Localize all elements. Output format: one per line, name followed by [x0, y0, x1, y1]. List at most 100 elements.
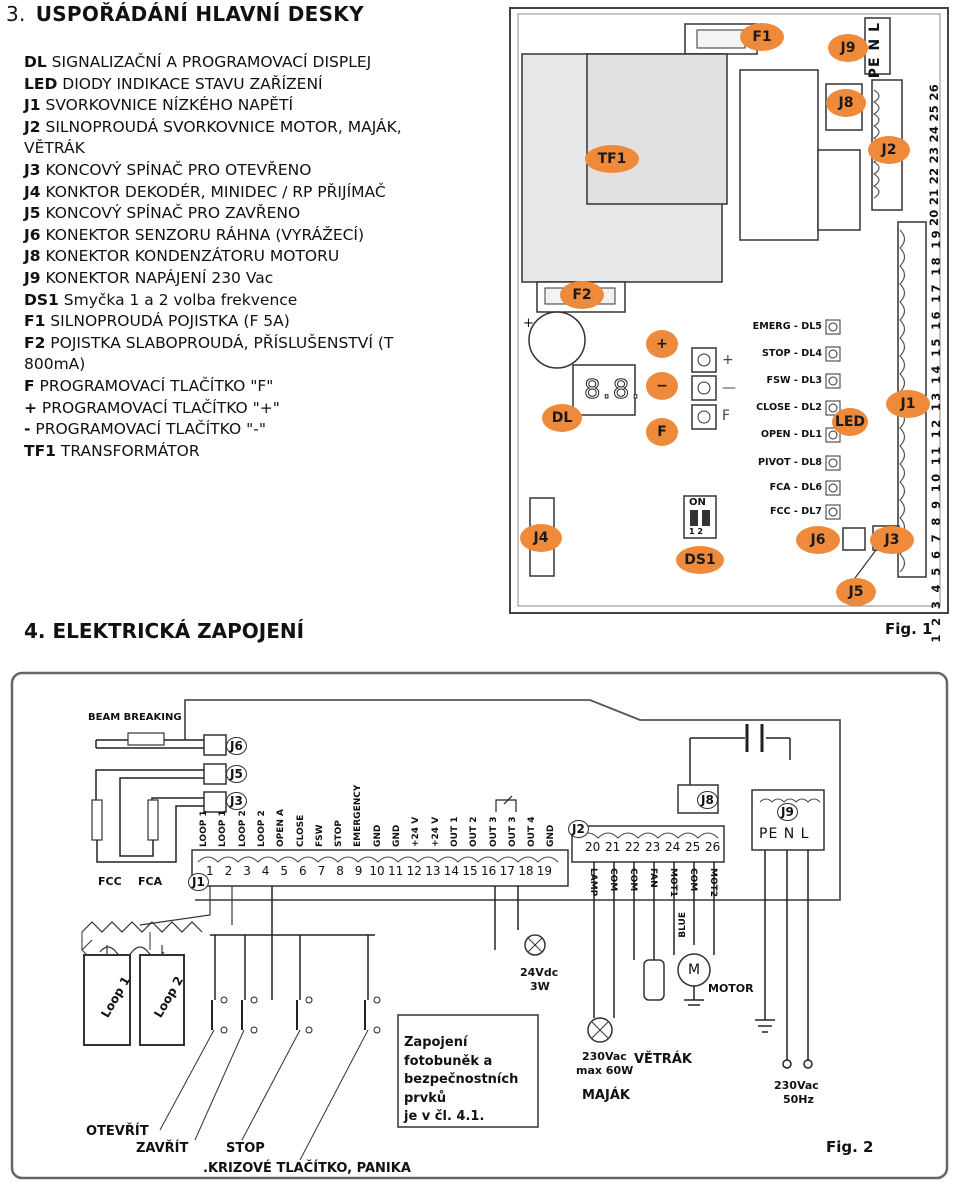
board-inner-outline	[517, 13, 941, 607]
fig2-caption: Fig. 2	[826, 1138, 874, 1156]
button-minus	[691, 375, 717, 401]
lamp24-voltage: 24Vdc	[520, 966, 559, 979]
legend-code: F1	[24, 312, 46, 331]
j1-pin-number: 13	[425, 864, 441, 878]
legend-row: J6 KONEKTOR SENZORU RÁHNA (VYRÁŽECÍ)	[24, 225, 474, 247]
j1-pin-label: LOOP 2	[256, 810, 267, 847]
legend-code: J5	[24, 204, 41, 223]
legend-description: KONCOVÝ SPÍNAČ PRO ZAVŘENO	[40, 204, 301, 223]
fan-symbol	[643, 959, 665, 1001]
ds1-on-label: ON	[689, 497, 706, 508]
loop2-box	[139, 954, 185, 1046]
legend-code: J4	[24, 182, 41, 201]
legend-description: DIODY INDIKACE STAVU ZAŘÍZENÍ	[57, 74, 323, 93]
j1-pin-number: 14	[443, 864, 460, 878]
badge-j4: J4	[520, 524, 562, 552]
legend-row: J5 KONCOVÝ SPÍNAČ PRO ZAVŘENO	[24, 203, 474, 225]
legend-row: - PROGRAMOVACÍ TLAČÍTKO "-"	[24, 419, 474, 441]
badge-j6: J6	[796, 526, 840, 554]
status-led-column	[825, 319, 841, 520]
j2-pin-number: 26	[705, 840, 721, 854]
j1-pin-number: 11	[388, 864, 404, 878]
motor-symbol-label: M	[688, 962, 701, 978]
motor-label: MOTOR	[708, 982, 754, 995]
legend-description: 800mA)	[24, 355, 86, 374]
badge-tf1: TF1	[585, 145, 639, 173]
legend-description: KONEKTOR NAPÁJENÍ 230 Vac	[40, 268, 274, 287]
j2-output-label: COM	[608, 868, 618, 892]
badge-f: F	[646, 418, 678, 446]
note-line: prvků	[404, 1090, 447, 1106]
badge-j5: J5	[836, 578, 876, 606]
pushbuttons	[211, 935, 381, 1034]
blue-wire-label: BLUE	[678, 912, 688, 938]
j2-output-label: COM	[688, 868, 698, 892]
fcc-label: FCC	[98, 875, 122, 888]
badge-minus: −	[646, 372, 678, 400]
j1-wiring-block	[191, 849, 569, 887]
display-dl	[572, 364, 636, 416]
led-label: CLOSE - DL2	[756, 402, 822, 413]
note-line: je v čl. 4.1.	[404, 1109, 485, 1124]
supply-frequency: 50Hz	[783, 1093, 814, 1106]
j1-pin-label: +24 V	[411, 816, 422, 847]
fuse-f1	[696, 29, 746, 49]
legend-code: -	[24, 420, 31, 439]
j1-pin-label: FSW	[314, 824, 325, 847]
lamp230-voltage: 230Vac	[582, 1050, 627, 1063]
capacitor-polarity: +	[523, 316, 534, 331]
j1-pin-number: 2	[224, 864, 233, 878]
otevrit-label: OTEVŘÍT	[86, 1124, 149, 1139]
j1-pin-label: EMERGENCY	[353, 784, 364, 847]
legend-row: J1 SVORKOVNICE NÍZKÉHO NAPĚTÍ	[24, 95, 474, 117]
j2-pin-numbers: 20 21 22 23 24 25 26	[927, 84, 941, 227]
j1-pin-number: 3	[243, 864, 251, 878]
legend-code: DS1	[24, 290, 59, 309]
j2-output-label: MOT2	[708, 868, 718, 898]
legend-code: +	[24, 398, 37, 417]
ds1-pin-labels: 1 2	[689, 527, 703, 536]
j1-pin-label: +24 V	[430, 816, 441, 847]
j1-label: J1	[188, 873, 209, 891]
j1-pin-label: GND	[392, 824, 402, 847]
j1-pin-label: CLOSE	[295, 814, 306, 847]
led-label: FCA - DL6	[769, 482, 822, 493]
relay-small	[817, 149, 861, 231]
legend-description: VĚTRÁK	[24, 139, 85, 158]
button-f	[691, 404, 717, 430]
j9-terminals: PE N L	[759, 826, 810, 842]
led-label: PIVOT - DL8	[758, 457, 822, 468]
led-label: EMERG - DL5	[752, 321, 822, 332]
j1-pin-number: 5	[280, 864, 289, 878]
j2-output-label: LAMP	[588, 868, 598, 897]
legend-code: J9	[24, 268, 41, 287]
j1-pin-number: 17	[499, 864, 515, 878]
legend-row: LED DIODY INDIKACE STAVU ZAŘÍZENÍ	[24, 74, 474, 96]
badge-f1: F1	[740, 23, 784, 51]
badge-dl: DL	[542, 404, 582, 432]
majak-label: MAJÁK	[582, 1088, 630, 1103]
j1-pin-label: OUT 1	[449, 816, 460, 848]
j5-wiring-connector	[203, 763, 227, 785]
fca-switch	[147, 799, 159, 841]
legend-description: PROGRAMOVACÍ TLAČÍTKO "-"	[30, 420, 266, 439]
legend-row: 800mA)	[24, 354, 474, 376]
legend-description: Smyčka 1 a 2 volba frekvence	[58, 290, 298, 309]
j1-pin-number: 4	[261, 864, 270, 878]
j2-wiring-block	[571, 825, 725, 863]
badge-j2: J2	[868, 136, 910, 164]
j1-pin-number: 1	[206, 864, 214, 878]
j1-pin-label: LOOP 1	[218, 810, 229, 847]
j1-pin-number: 10	[369, 864, 385, 878]
j2-pin-number: 21	[605, 840, 621, 854]
j1-pin-number: 16	[481, 864, 497, 878]
led-label: STOP - DL4	[761, 348, 822, 359]
supply-voltage: 230Vac	[774, 1079, 819, 1092]
j1-pin-label: GND	[546, 824, 557, 847]
lamp24-power: 3W	[530, 980, 550, 993]
j5-label: J5	[226, 765, 247, 783]
j1-pin-label: OUT 4	[527, 816, 538, 848]
j2-output-label: MOT1	[668, 868, 678, 898]
button-symbol: F	[722, 408, 731, 424]
legend-description: TRANSFORMÁTOR	[55, 441, 200, 460]
